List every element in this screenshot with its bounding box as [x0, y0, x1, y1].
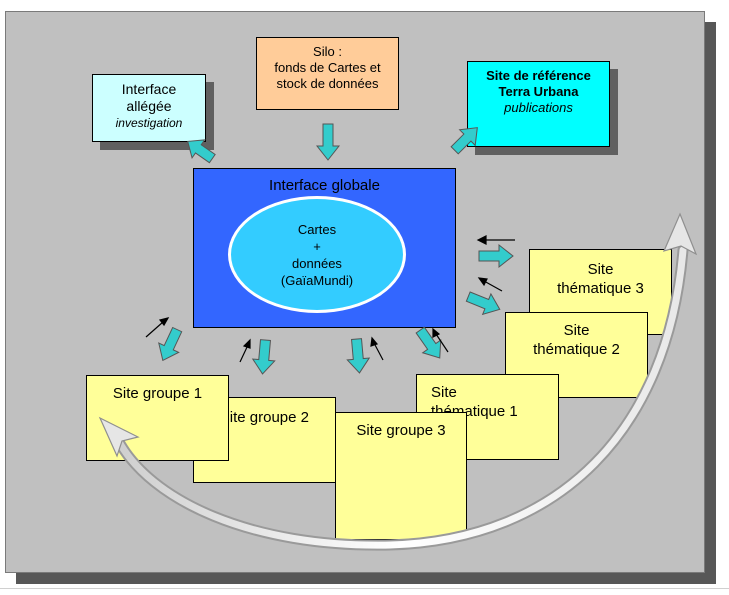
- site-groupe-1: Site groupe 1: [86, 375, 229, 461]
- arrow-to-reference: [450, 127, 478, 155]
- interface-globale-title: Interface globale: [269, 177, 380, 194]
- arrow-to-groupe2: [251, 339, 276, 375]
- interface-allegee-line2: allégée: [126, 98, 172, 114]
- site-groupe-1-label: Site groupe 1: [112, 385, 203, 402]
- interface-globale-box: Interface globale Cartes + données (Gaïa…: [193, 168, 456, 328]
- interface-allegee-line1: Interface: [121, 81, 177, 97]
- site-thematique-3-line2: thématique 3: [557, 280, 644, 297]
- thin-arrow-groupe2: [239, 338, 251, 363]
- curve-head-bottom: [98, 416, 140, 458]
- site-reference-line2: Terra Urbana: [498, 84, 579, 99]
- arrow-silo-down: [315, 123, 341, 161]
- cartes-line4: (GaïaMundi): [280, 273, 354, 288]
- thin-arrow-groupe1: [145, 317, 170, 338]
- cartes-ellipse: Cartes + données (GaïaMundi): [228, 196, 406, 313]
- arrow-to-groupe3: [346, 338, 371, 374]
- cartes-line3: données: [292, 256, 342, 271]
- interface-allegee-line3: investigation: [115, 116, 183, 130]
- arrow-to-thematique3: [478, 243, 514, 269]
- thin-arrow-groupe3: [370, 336, 384, 361]
- site-groupe-2-label: Site groupe 2: [219, 409, 309, 426]
- arrow-to-allegee: [187, 139, 216, 164]
- cartes-line1: Cartes: [297, 222, 337, 237]
- site-groupe-3-label: Site groupe 3: [356, 422, 446, 439]
- arrow-to-thematique2: [465, 291, 501, 316]
- interface-allegee-box: Interface allégée investigation: [92, 74, 206, 142]
- site-thematique-2-line2: thématique 2: [533, 341, 620, 358]
- arrow-to-thematique1: [415, 326, 442, 359]
- thin-arrow-thematique2: [477, 277, 503, 292]
- cartes-line2: +: [313, 239, 321, 254]
- curve-head-top: [662, 212, 698, 256]
- silo-line3: stock de données: [276, 76, 379, 91]
- curved-cycle-arrow: [98, 212, 698, 551]
- site-thematique-3-line1: Site: [587, 261, 614, 278]
- thin-arrow-thematique1: [432, 327, 449, 353]
- arrow-to-groupe1: [158, 326, 183, 362]
- site-thematique-2-line1: Site: [563, 322, 590, 339]
- site-groupe-3: Site groupe 3: [335, 412, 467, 540]
- site-reference-line3: publications: [504, 100, 573, 115]
- bottom-divider: [0, 588, 729, 589]
- silo-line1: Silo :: [313, 44, 342, 59]
- site-reference-box: Site de référence Terra Urbana publicati…: [467, 61, 610, 147]
- silo-line2: fonds de Cartes et: [274, 60, 381, 75]
- site-thematique-1-line1: Site: [431, 384, 457, 401]
- silo-box: Silo : fonds de Cartes et stock de donné…: [256, 37, 399, 110]
- site-reference-line1: Site de référence: [486, 68, 591, 83]
- thin-arrow-thematique3: [476, 235, 515, 245]
